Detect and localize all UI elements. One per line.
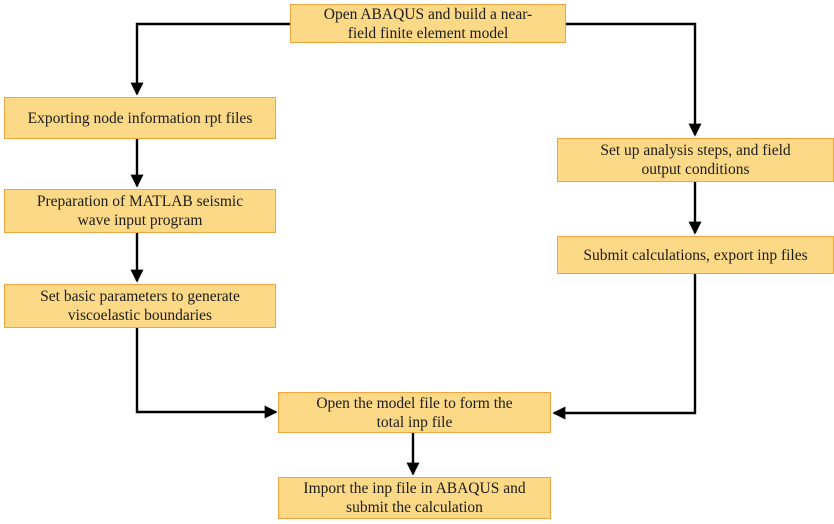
node-submit-export-inp: Submit calculations, export inp files: [557, 236, 834, 274]
edge-top-to-right1: [566, 22, 702, 137]
node-matlab-preparation: Preparation of MATLAB seismic wave input…: [4, 189, 276, 233]
node-label-line: total inp file: [376, 413, 453, 431]
node-label-line: Import the inp file in ABAQUS and: [303, 480, 526, 497]
node-label-line: Preparation of MATLAB seismic: [36, 193, 244, 210]
node-label-line: Submit calculations, export inp files: [583, 246, 808, 264]
node-import-inp-submit: Import the inp file in ABAQUS and submit…: [278, 477, 551, 519]
node-total-inp-file: Open the model file to form the total in…: [278, 392, 551, 433]
node-label-line: viscoelastic boundaries: [67, 307, 213, 324]
edge-left3-to-center: [135, 328, 278, 419]
node-analysis-steps: Set up analysis steps, and field output …: [557, 138, 834, 182]
node-label-line: Exporting node information rpt files: [27, 109, 253, 127]
node-label-line: output conditions: [641, 161, 750, 178]
node-label-line: Set basic parameters to generate: [40, 288, 240, 305]
node-label-line: Set up analysis steps, and field: [600, 142, 791, 159]
node-label-line: submit the calculation: [346, 499, 483, 516]
node-export-rpt-files: Exporting node information rpt files: [4, 97, 276, 139]
node-label-line: wave input program: [77, 212, 203, 229]
node-label-line: Open ABAQUS and build a near-: [323, 5, 533, 23]
node-open-abaqus: Open ABAQUS and build a near- field fini…: [290, 4, 566, 43]
node-viscoelastic-parameters: Set basic parameters to generate viscoel…: [4, 284, 276, 328]
node-label-line: field finite element model: [347, 24, 509, 42]
edge-top-to-left1: [130, 22, 290, 96]
node-label-line: Open the model file to form the: [316, 394, 513, 412]
edge-right2-to-center: [552, 274, 697, 420]
